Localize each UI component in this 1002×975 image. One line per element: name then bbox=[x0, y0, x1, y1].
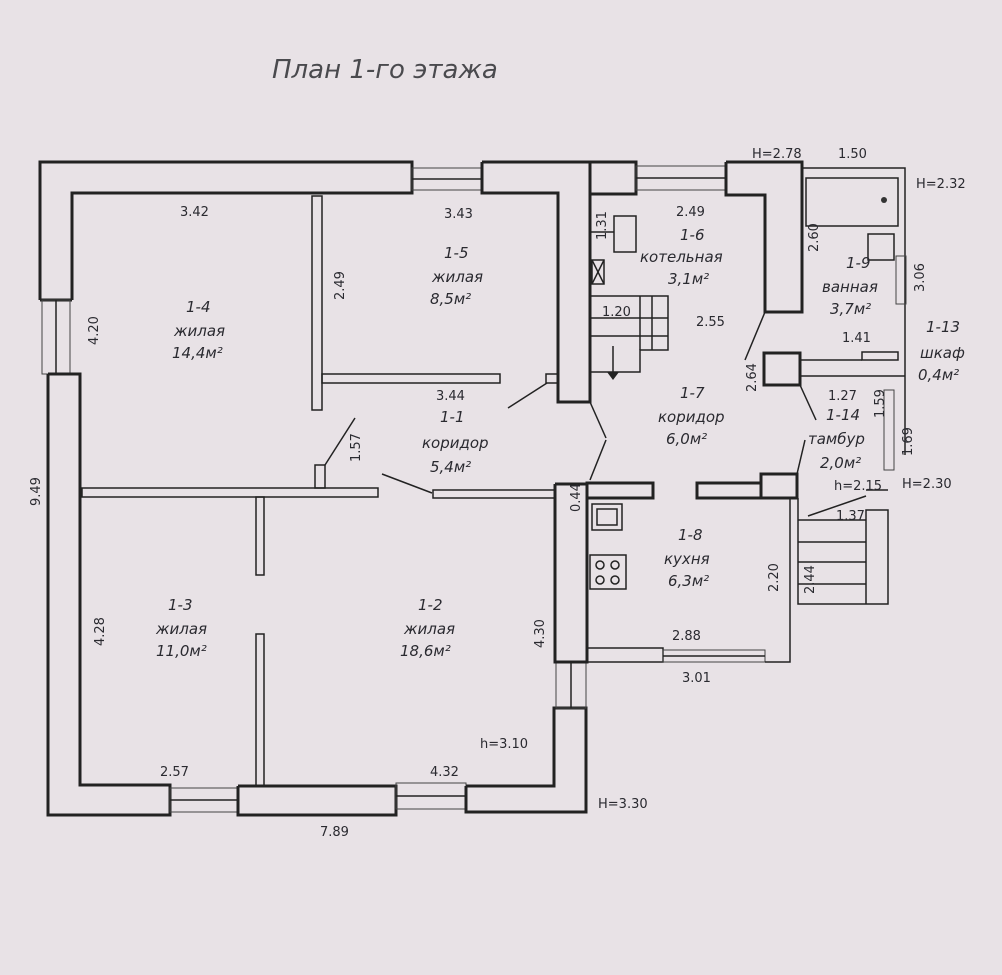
room-1-6: 1-6 котельная 3,1м² bbox=[640, 226, 723, 288]
room-number: 1-4 bbox=[186, 298, 211, 316]
room-area: 11,0м² bbox=[156, 642, 207, 660]
dimension-label: 4.28 bbox=[93, 617, 108, 646]
room-area: 18,6м² bbox=[400, 642, 451, 660]
height-label: H=2.32 bbox=[916, 177, 966, 192]
height-label: H=2.78 bbox=[752, 147, 802, 162]
room-1-5: 1-5 жилая 8,5м² bbox=[430, 244, 483, 308]
dimension-label: 2.55 bbox=[696, 315, 725, 330]
room-name: ванная bbox=[822, 278, 878, 296]
room-name: коридор bbox=[422, 434, 489, 452]
room-area: 14,4м² bbox=[172, 344, 223, 362]
dimension-label: 2.44 bbox=[803, 565, 818, 594]
dimension-label: 2.49 bbox=[676, 205, 705, 220]
room-area: 3,1м² bbox=[668, 270, 709, 288]
dimension-label: 9.49 bbox=[29, 477, 44, 506]
room-1-13: 1-13 шкаф 0,4м² bbox=[918, 318, 965, 384]
dimension-label: 3.44 bbox=[436, 389, 465, 404]
room-number: 1-6 bbox=[680, 226, 705, 244]
room-number: 1-8 bbox=[678, 526, 703, 544]
dimension-label: 3.42 bbox=[180, 205, 209, 220]
room-name: жилая bbox=[173, 322, 225, 340]
dimension-label: 3.06 bbox=[913, 263, 928, 292]
height-label: h=3.10 bbox=[480, 737, 528, 752]
dimension-label: 2.64 bbox=[745, 363, 760, 392]
room-1-8: 1-8 кухня 6,3м² bbox=[664, 526, 710, 590]
room-area: 0,4м² bbox=[918, 366, 959, 384]
dimension-label: 1.37 bbox=[836, 509, 865, 524]
dimension-label: 2.49 bbox=[333, 271, 348, 300]
room-1-4: 1-4 жилая 14,4м² bbox=[172, 298, 225, 362]
room-number: 1-7 bbox=[680, 384, 705, 402]
room-1-1: 1-1 коридор 5,4м² bbox=[422, 408, 489, 476]
dimension-label: 2.88 bbox=[672, 629, 701, 644]
height-labels: H=2.78 H=2.32 h=2.15 H=2.30 h=3.10 H=3.3… bbox=[480, 147, 966, 812]
room-name: жилая bbox=[155, 620, 207, 638]
dimension-label: 7.89 bbox=[320, 825, 349, 840]
room-name: жилая bbox=[403, 620, 455, 638]
dimension-label: 1.41 bbox=[842, 331, 871, 346]
room-number: 1-1 bbox=[440, 408, 465, 426]
room-number: 1-13 bbox=[926, 318, 960, 336]
dimension-label: 4.32 bbox=[430, 765, 459, 780]
room-number: 1-5 bbox=[444, 244, 469, 262]
room-name: кухня bbox=[664, 550, 710, 568]
room-labels: 1-4 жилая 14,4м² 1-5 жилая 8,5м² 1-6 кот… bbox=[155, 226, 965, 660]
dimension-labels: 3.42 3.43 2.49 1.50 4.20 2.49 1.31 2.60 … bbox=[29, 147, 928, 840]
room-number: 1-14 bbox=[826, 406, 860, 424]
room-number: 1-9 bbox=[846, 254, 871, 272]
room-1-2: 1-2 жилая 18,6м² bbox=[400, 596, 455, 660]
dimension-label: 1.69 bbox=[901, 427, 916, 456]
dimension-label: 1.31 bbox=[595, 211, 610, 240]
plan-title: План 1-го этажа bbox=[272, 55, 498, 85]
room-name: котельная bbox=[640, 248, 723, 266]
room-name: жилая bbox=[431, 268, 483, 286]
room-name: коридор bbox=[658, 408, 725, 426]
dimension-label: 2.60 bbox=[807, 223, 822, 252]
dimension-label: 2.20 bbox=[767, 563, 782, 592]
dimension-label: 1.57 bbox=[349, 433, 364, 462]
room-1-14: 1-14 тамбур 2,0м² bbox=[808, 406, 865, 472]
height-label: H=2.30 bbox=[902, 477, 952, 492]
interior-partitions bbox=[81, 195, 907, 787]
dimension-label: 1.20 bbox=[602, 305, 631, 320]
dimension-label: 1.50 bbox=[838, 147, 867, 162]
dimension-label: 4.20 bbox=[87, 316, 102, 345]
dimension-label: 0.44 bbox=[569, 483, 584, 512]
room-1-3: 1-3 жилая 11,0м² bbox=[155, 596, 207, 660]
room-area: 6,0м² bbox=[666, 430, 707, 448]
dimension-label: 2.57 bbox=[160, 765, 189, 780]
room-area: 6,3м² bbox=[668, 572, 709, 590]
dimension-label: 4.30 bbox=[533, 619, 548, 648]
height-label: h=2.15 bbox=[834, 479, 882, 494]
dimension-label: 1.27 bbox=[828, 389, 857, 404]
room-area: 8,5м² bbox=[430, 290, 471, 308]
dimension-label: 1.59 bbox=[873, 389, 888, 418]
room-area: 5,4м² bbox=[430, 458, 471, 476]
room-name: шкаф bbox=[920, 344, 965, 362]
height-label: H=3.30 bbox=[598, 797, 648, 812]
dimension-label: 3.01 bbox=[682, 671, 711, 686]
room-1-7: 1-7 коридор 6,0м² bbox=[658, 384, 725, 448]
room-area: 3,7м² bbox=[830, 300, 871, 318]
room-number: 1-2 bbox=[418, 596, 443, 614]
room-name: тамбур bbox=[808, 430, 865, 448]
room-1-9: 1-9 ванная 3,7м² bbox=[822, 254, 878, 318]
dimension-label: 3.43 bbox=[444, 207, 473, 222]
room-area: 2,0м² bbox=[820, 454, 861, 472]
room-number: 1-3 bbox=[168, 596, 193, 614]
